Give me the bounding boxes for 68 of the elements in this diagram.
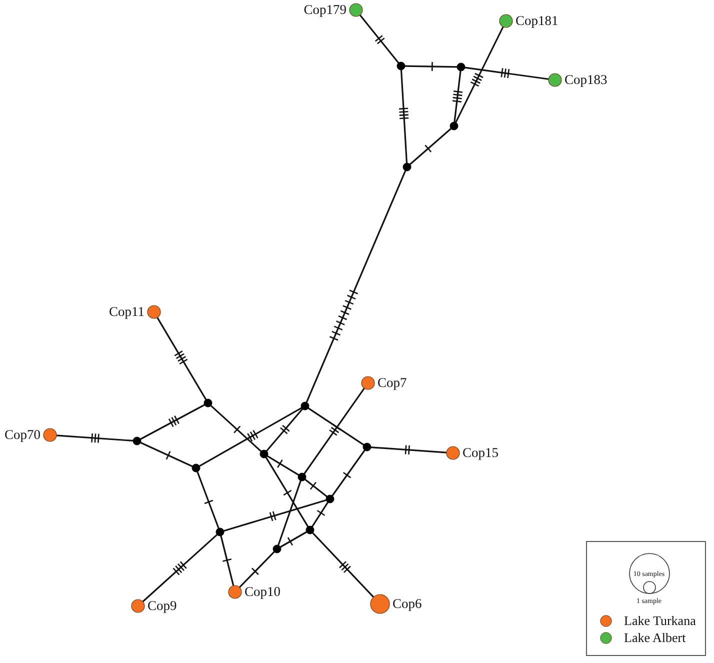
legend-label: Lake Albert bbox=[624, 630, 686, 645]
median-vector-dot bbox=[204, 398, 212, 408]
median-vector-dot bbox=[272, 544, 282, 554]
network-line bbox=[140, 404, 205, 440]
network-line bbox=[267, 455, 299, 476]
network-line bbox=[266, 408, 303, 452]
median-vector-dot bbox=[300, 402, 310, 410]
network-line bbox=[455, 26, 504, 123]
network-line bbox=[142, 534, 218, 602]
network-line bbox=[370, 446, 447, 454]
network-line bbox=[409, 128, 452, 165]
network-line bbox=[140, 442, 193, 468]
median-vector-dot bbox=[298, 472, 306, 482]
network-line bbox=[280, 531, 307, 548]
haplotype-label: Cop6 bbox=[392, 596, 422, 612]
haplotype-circle bbox=[548, 73, 562, 87]
haplotype-circle bbox=[446, 446, 460, 460]
network-line bbox=[312, 532, 374, 598]
network-line bbox=[306, 170, 406, 403]
haplotype-label: Cop10 bbox=[244, 584, 281, 600]
network-line bbox=[404, 65, 458, 68]
network-line bbox=[359, 14, 400, 64]
median-vector-dot bbox=[306, 526, 314, 534]
network-line bbox=[464, 66, 549, 80]
haplotype-circle bbox=[361, 376, 375, 390]
median-vector-dot bbox=[216, 528, 224, 536]
haplotype-circle bbox=[147, 305, 161, 319]
haplotype-label: Cop9 bbox=[148, 598, 177, 614]
network-line bbox=[238, 551, 275, 588]
network-line bbox=[224, 499, 326, 532]
haplotype-label: Cop181 bbox=[516, 13, 558, 29]
haplotype-label: Cop15 bbox=[462, 445, 499, 461]
median-vector-dot bbox=[260, 450, 268, 458]
haplotype-label: Cop11 bbox=[108, 304, 144, 320]
network-line bbox=[278, 480, 302, 546]
network-line bbox=[308, 408, 364, 446]
network-line bbox=[199, 407, 302, 467]
haplotype-circle bbox=[349, 3, 363, 17]
network-line bbox=[332, 450, 366, 496]
median-vector-dot bbox=[192, 464, 200, 472]
median-vector-dot bbox=[362, 442, 372, 452]
network-line bbox=[454, 70, 462, 122]
network-line bbox=[196, 471, 220, 529]
median-vector-dot bbox=[402, 162, 412, 172]
network-line bbox=[210, 405, 262, 452]
network-line bbox=[304, 388, 365, 474]
haplotype-label: Cop7 bbox=[378, 375, 407, 391]
network-line bbox=[156, 317, 207, 400]
median-vector-dot bbox=[132, 436, 142, 446]
haplotype-label: Cop183 bbox=[564, 72, 608, 88]
haplotype-circle bbox=[370, 594, 390, 614]
network-line bbox=[220, 536, 234, 586]
median-vector-dot bbox=[456, 62, 466, 72]
haplotype-circle bbox=[499, 14, 513, 28]
median-vector-dot bbox=[450, 122, 458, 130]
haplotype-circle bbox=[43, 428, 57, 442]
haplotype-circle bbox=[228, 585, 242, 599]
legend-label: Lake Turkana bbox=[624, 613, 696, 628]
haplotype-circle bbox=[131, 599, 145, 613]
median-vector-dot bbox=[326, 494, 334, 504]
network-line bbox=[56, 434, 134, 442]
network-line bbox=[400, 70, 408, 164]
network-line bbox=[304, 478, 328, 498]
median-vector-dot bbox=[396, 62, 406, 70]
haplotype-label: Cop70 bbox=[4, 427, 40, 443]
network-line bbox=[265, 457, 309, 527]
haplotype-label: Cop179 bbox=[304, 2, 346, 18]
network-line bbox=[312, 502, 328, 528]
